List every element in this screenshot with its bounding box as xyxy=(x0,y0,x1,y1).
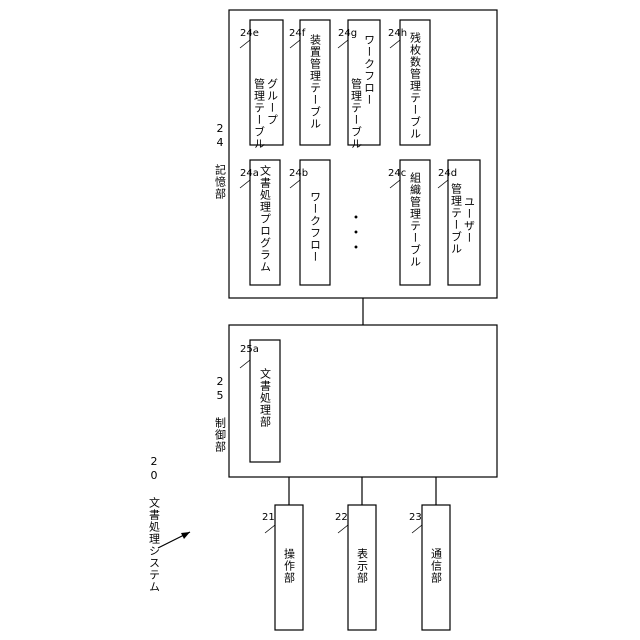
user-management-table-label-2: 管理テーブル xyxy=(450,182,463,255)
system-label: 20 文書処理システム xyxy=(148,455,161,593)
ref-24d: 24d xyxy=(438,168,457,179)
operation-unit-label: 操作部 xyxy=(283,547,296,584)
org-management-table-label: 組織管理テーブル xyxy=(409,172,422,268)
display-unit-label: 表示部 xyxy=(356,547,369,584)
ref-24a: 24a xyxy=(240,168,259,179)
ref-22: 22 xyxy=(335,512,348,523)
doc-processing-program-label: 文書処理プログラム xyxy=(259,164,272,273)
remaining-sheets-table-label: 残枚数管理テーブル xyxy=(409,31,422,140)
device-management-table-label: 装置管理テーブル xyxy=(309,34,322,130)
doc-processing-unit-label: 文書処理部 xyxy=(259,367,272,428)
ref-24h: 24h xyxy=(388,28,407,39)
ref-24c: 24c xyxy=(388,168,406,179)
ref-23: 23 xyxy=(409,512,422,523)
lead-23 xyxy=(412,525,422,533)
storage-unit: 24 記憶部 グループ 管理テーブル 24e 装置管理テーブル 24f ワークフ… xyxy=(214,10,498,298)
lead-22 xyxy=(338,525,348,533)
control-unit: 25 制御部 文書処理部 25a xyxy=(214,325,498,477)
group-management-table-label-1: グループ xyxy=(266,78,279,126)
user-management-table-label-1: ユーザー xyxy=(463,196,476,244)
lead-21 xyxy=(265,525,275,533)
storage-label: 24 記憶部 xyxy=(214,122,227,200)
workflow-management-table-label-1: ワークフロー xyxy=(363,34,376,106)
group-management-table-label-2: 管理テーブル xyxy=(253,77,266,150)
ref-24f: 24f xyxy=(289,28,306,39)
ref-24b: 24b xyxy=(289,168,308,179)
ref-24e: 24e xyxy=(240,28,259,39)
ref-25a: 25a xyxy=(240,344,259,355)
control-label: 25 制御部 xyxy=(214,375,227,453)
ref-21: 21 xyxy=(262,512,275,523)
communication-unit-label: 通信部 xyxy=(430,548,443,584)
ref-24g: 24g xyxy=(338,28,357,39)
io-units: 操作部 21 表示部 22 通信部 23 xyxy=(262,505,450,630)
workflow-management-table-label-2: 管理テーブル xyxy=(350,77,363,150)
ellipsis: ・・・ xyxy=(347,210,363,255)
system-label-group: 20 文書処理システム xyxy=(148,455,191,593)
system-pointer-arrowhead xyxy=(181,532,190,539)
workflow-label: ワークフロー xyxy=(309,191,322,263)
